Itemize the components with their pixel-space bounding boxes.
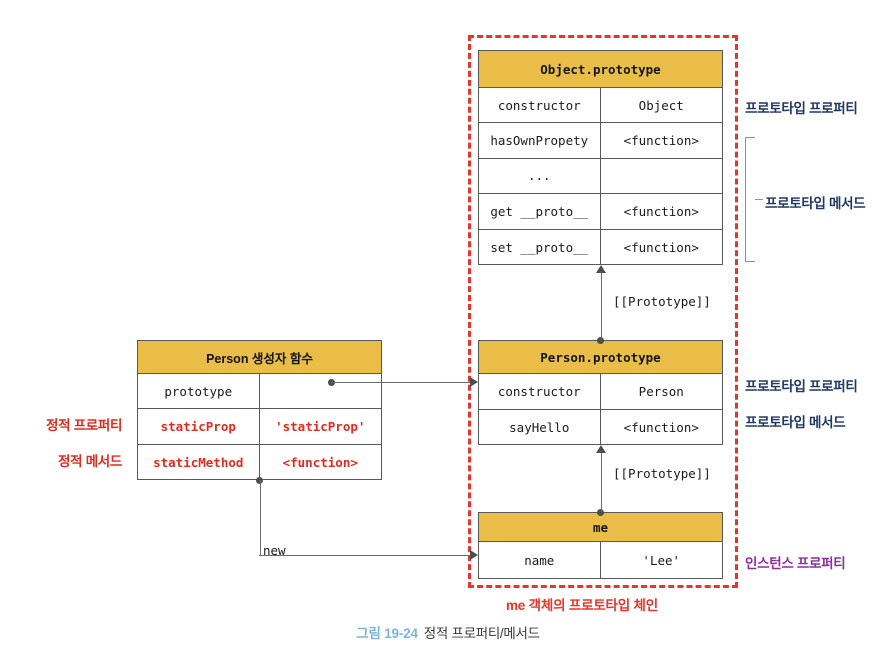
new-link-line-horizontal (259, 555, 471, 556)
object-prototype-table: Object.prototype constructor Object hasO… (478, 50, 723, 265)
cell-value: <function> (623, 133, 699, 149)
new-link-line-vertical (259, 480, 261, 555)
cell-value: Object (638, 97, 684, 113)
table-row: staticProp 'staticProp' (138, 409, 381, 445)
table-row: get __proto__ <function> (479, 194, 722, 230)
person-prototype-title: Person.prototype (479, 341, 722, 374)
prototype-link-label-lower: [[Prototype]] (613, 466, 711, 481)
prototype-property-arrow (470, 377, 478, 387)
cell-value: <function> (282, 454, 358, 470)
annotation-object-prototype-method: 프로토타입 메서드 (765, 196, 866, 211)
annotation-static-property: 정적 프로퍼티 (46, 418, 123, 433)
prototype-link-arrow-lower (595, 445, 606, 453)
cell-key: constructor (479, 374, 601, 409)
cell-key: set __proto__ (479, 229, 601, 265)
prototype-method-bracket-stub (755, 199, 763, 200)
cell-value: Person (638, 383, 684, 399)
person-constructor-table: Person 생성자 함수 prototype staticProp 'stat… (137, 340, 382, 480)
person-constructor-title: Person 생성자 함수 (138, 341, 381, 374)
figure-caption: 그림 19-24 정적 프로퍼티/메서드 (0, 622, 896, 642)
table-row: constructor Person (479, 374, 722, 410)
annotation-instance-property: 인스턴스 프로퍼티 (745, 556, 846, 571)
table-row: sayHello <function> (479, 409, 722, 445)
cell-key: constructor (479, 88, 601, 123)
prototype-property-line (331, 382, 471, 383)
figure-title: 정적 프로퍼티/메서드 (423, 626, 540, 641)
prototype-link-dot-upper (597, 337, 604, 344)
cell-key: ... (479, 158, 601, 194)
annotation-object-prototype-property: 프로토타입 프로퍼티 (745, 101, 858, 116)
me-instance-table: me name 'Lee' (478, 512, 723, 579)
annotation-person-prototype-method: 프로토타입 메서드 (745, 415, 846, 430)
prototype-link-line-upper (600, 273, 602, 340)
annotation-person-prototype-property: 프로토타입 프로퍼티 (745, 379, 858, 394)
figure-number: 그림 19-24 (356, 626, 418, 641)
table-row: name 'Lee' (479, 542, 722, 578)
prototype-link-arrow-upper (595, 265, 606, 273)
cell-value: <function> (623, 239, 699, 255)
cell-value: 'Lee' (642, 552, 681, 568)
object-prototype-title: Object.prototype (479, 51, 722, 88)
table-row: set __proto__ <function> (479, 229, 722, 265)
person-prototype-table: Person.prototype constructor Person sayH… (478, 340, 723, 445)
cell-value: 'staticProp' (275, 418, 366, 434)
prototype-chain-caption: me 객체의 프로토타입 체인 (506, 598, 658, 613)
cell-key: staticMethod (138, 444, 260, 480)
me-instance-title: me (479, 513, 722, 542)
prototype-link-line-lower (600, 453, 602, 512)
prototype-link-label-upper: [[Prototype]] (613, 294, 711, 309)
prototype-link-dot-lower (597, 509, 604, 516)
table-row: hasOwnPropety <function> (479, 123, 722, 159)
prototype-method-bracket (745, 137, 755, 262)
cell-key: name (479, 542, 601, 578)
cell-value (601, 159, 723, 193)
new-link-arrow (470, 550, 478, 560)
cell-value (260, 374, 382, 408)
cell-key: prototype (138, 374, 260, 409)
cell-value: <function> (623, 203, 699, 219)
table-row: constructor Object (479, 88, 722, 124)
cell-value: <function> (623, 419, 699, 435)
new-link-label: new (263, 543, 286, 558)
annotation-static-method: 정적 메서드 (58, 454, 123, 469)
table-row: staticMethod <function> (138, 444, 381, 480)
table-row: ... (479, 158, 723, 195)
cell-key: get __proto__ (479, 194, 601, 229)
cell-key: staticProp (138, 409, 260, 444)
cell-key: sayHello (479, 409, 601, 445)
prototype-chain-boundary (468, 35, 738, 588)
cell-key: hasOwnPropety (479, 123, 601, 158)
table-row: prototype (138, 374, 382, 410)
